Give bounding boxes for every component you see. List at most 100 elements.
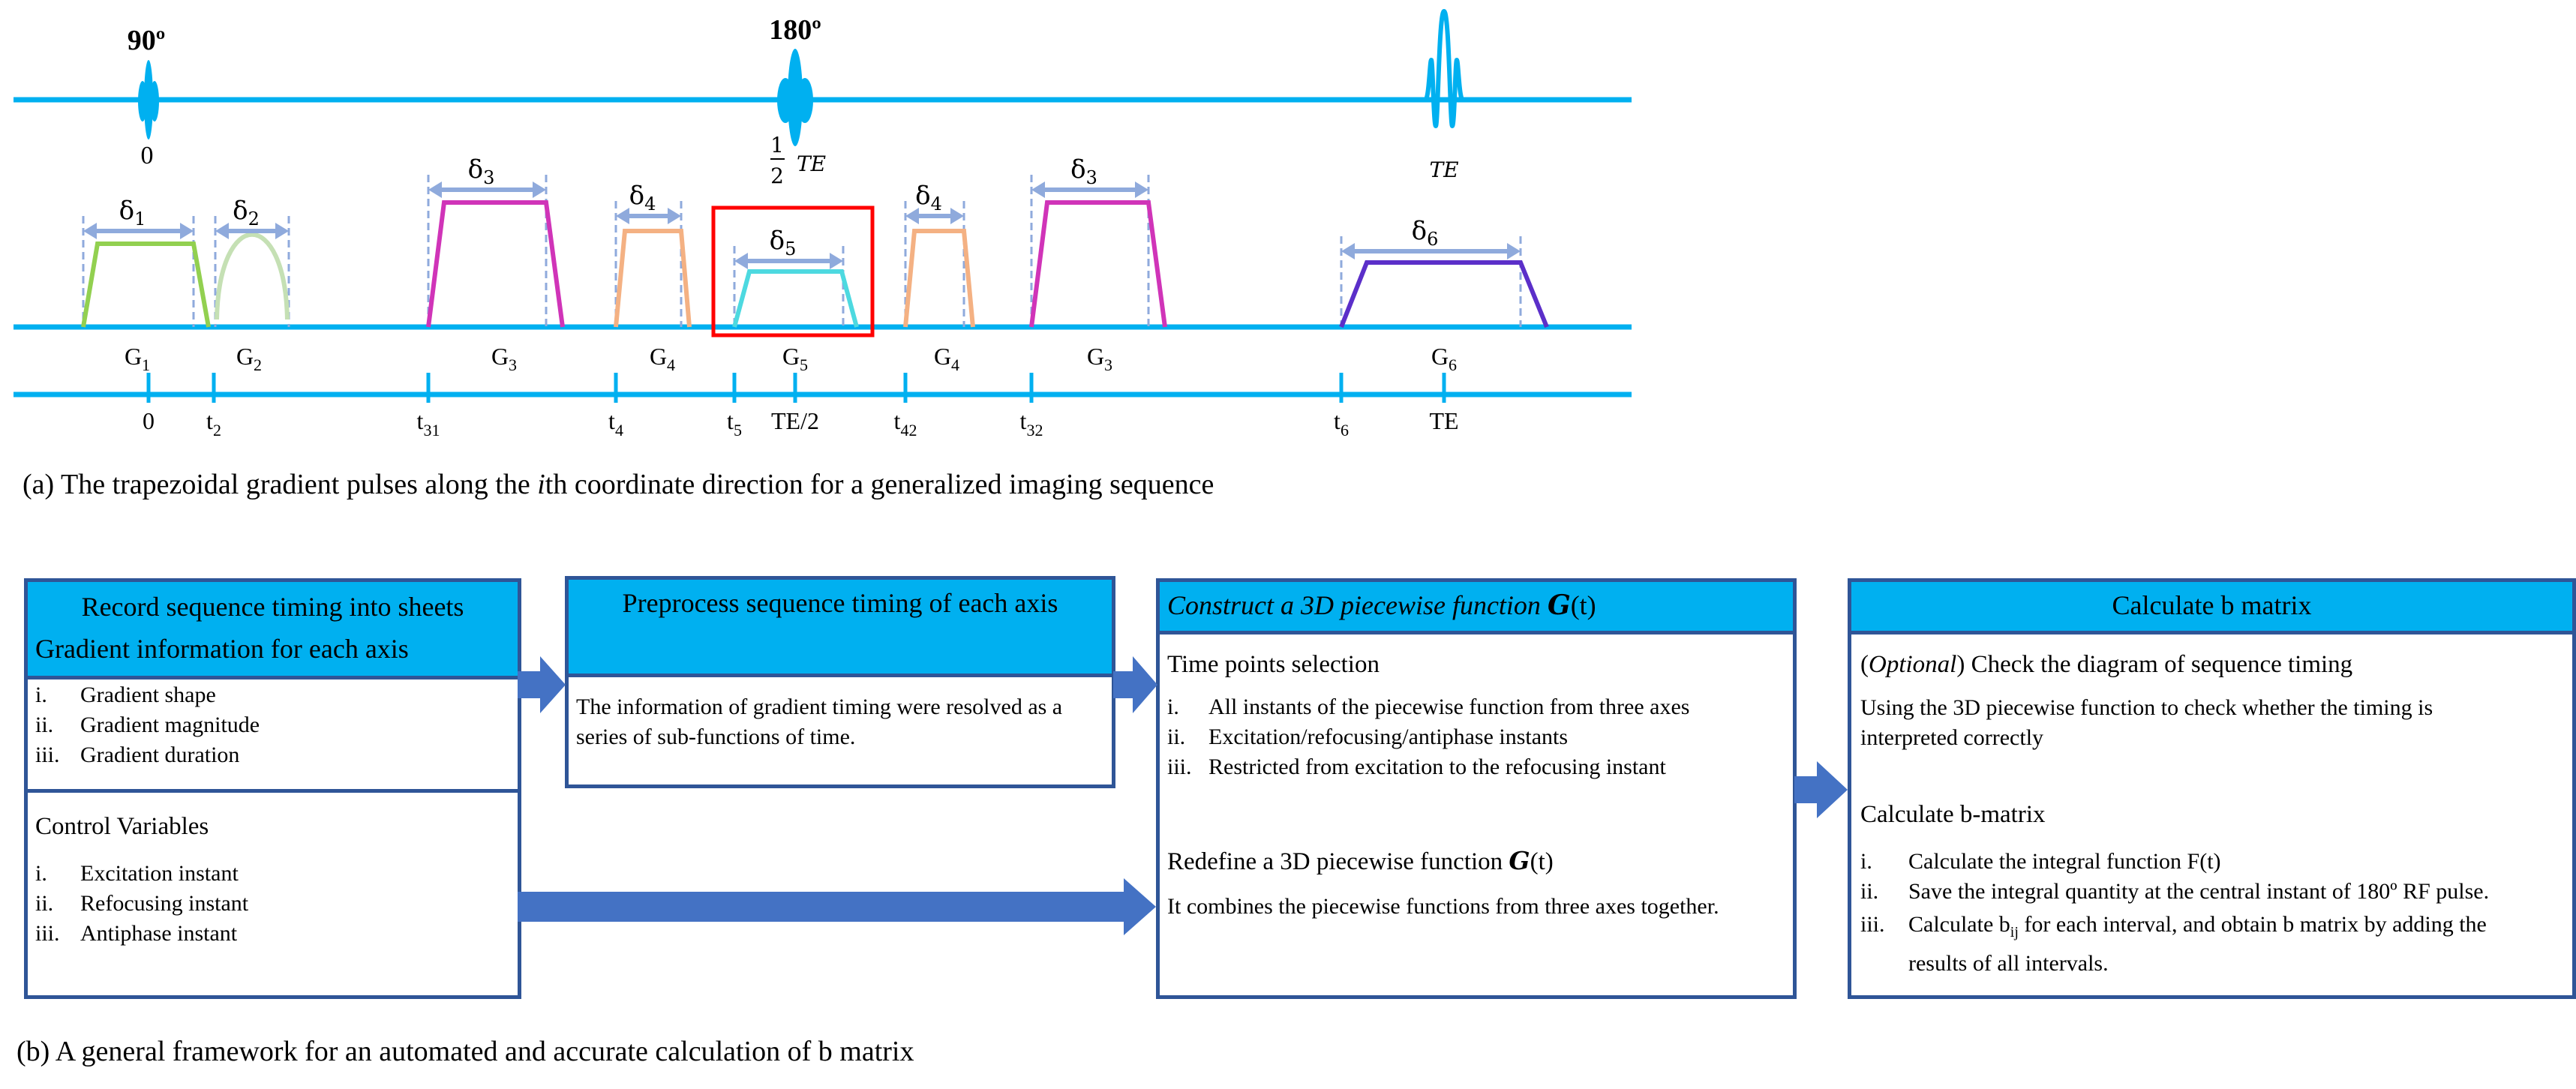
box3-item: ii.Excitation/refocusing/antiphase insta… xyxy=(1167,724,1569,749)
delta-label: δ3 xyxy=(468,154,495,188)
arrow-head-left xyxy=(215,223,229,239)
delta-label: δ1 xyxy=(119,196,146,230)
box3-title: Construct a 3D piecewise function G(t) xyxy=(1167,590,1596,621)
box4-optional-body: Using the 3D piecewise function to check… xyxy=(1860,695,2433,750)
box1-title: Record sequence timing into sheets xyxy=(81,592,464,622)
delta-label: δ2 xyxy=(233,196,260,230)
gradient-shape-g5 xyxy=(732,269,859,328)
arrow-box1-to-box2 xyxy=(518,656,566,713)
arrow-head-right xyxy=(180,223,194,239)
time-tick-label: TE xyxy=(1429,407,1458,434)
gradient-shape-g3 xyxy=(426,200,565,328)
box1-control-item: ii.Refocusing instant xyxy=(35,891,249,916)
box4-header: Calculate b matrix xyxy=(1851,582,2572,634)
box1-control-variables-title: Control Variables xyxy=(35,813,209,840)
box1-divider xyxy=(28,789,518,793)
box-construct-3d-piecewise-function: Construct a 3D piecewise function G(t) T… xyxy=(1156,578,1797,999)
box4-item: iii.Calculate bij for each interval, and… xyxy=(1860,912,2487,976)
time-tick-label: t6 xyxy=(1334,407,1349,440)
arrow-box2-to-box3 xyxy=(1113,656,1157,713)
delta-label: δ3 xyxy=(1070,154,1097,188)
svg-text:2: 2 xyxy=(770,164,784,188)
gradient-shape-g4 xyxy=(903,229,975,328)
box3-header: Construct a 3D piecewise function G(t) xyxy=(1160,582,1793,634)
arrow-head-left xyxy=(1031,182,1045,198)
box2-body: The information of gradient timing were … xyxy=(576,694,1063,749)
gradient-shape-g3 xyxy=(1029,200,1167,328)
arrow-head-left xyxy=(734,253,748,269)
time-tick-label: t31 xyxy=(417,407,440,440)
gradient-shape-g2 xyxy=(215,232,290,320)
box1-item: i.Gradient shape xyxy=(35,682,216,707)
arrow-box3-to-box4 xyxy=(1794,761,1848,818)
box-calculate-b-matrix: Calculate b matrix (Optional) Check the … xyxy=(1848,578,2576,999)
time-tick-label: t5 xyxy=(727,407,742,440)
time-tick-label: t42 xyxy=(894,407,917,440)
gradient-label: G4 xyxy=(650,343,675,374)
time-tick-label: TE/2 xyxy=(771,407,819,434)
arrow-head-left xyxy=(83,223,97,239)
box3-time-points-title: Time points selection xyxy=(1167,651,1380,678)
box1-header: Record sequence timing into sheets Gradi… xyxy=(28,582,518,680)
box4-calc-title: Calculate b-matrix xyxy=(1860,801,2046,828)
arrow-head-left xyxy=(428,182,442,198)
rf-time-label-half-te: 1 2 TE xyxy=(770,133,826,188)
echo-signal xyxy=(1423,8,1465,129)
box-preprocess-sequence-timing: Preprocess sequence timing of each axis … xyxy=(565,576,1115,788)
box2-title: Preprocess sequence timing of each axis xyxy=(622,588,1058,618)
rf-time-label-te: TE xyxy=(1429,158,1458,182)
gradient-label: G3 xyxy=(491,343,517,374)
gradient-label: G6 xyxy=(1431,343,1457,374)
box1-control-item: iii.Antiphase instant xyxy=(35,921,238,946)
caption-a: (a) The trapezoidal gradient pulses alon… xyxy=(23,469,1214,500)
gradient-label: G5 xyxy=(782,343,808,374)
rf-label-90: 90º xyxy=(128,25,166,56)
sequence-timing-diagram: 90º 0 180º 1 2 TE TE δ1G1δ2G2δ3G3δ4G4δ5G… xyxy=(14,8,1632,440)
arrow-head-left xyxy=(905,208,919,224)
delta-label: δ4 xyxy=(629,181,656,214)
rf-pulse-180 xyxy=(777,49,813,146)
gradient-shape-g4 xyxy=(614,229,692,328)
arrow-head-right xyxy=(533,182,546,198)
rf-time-label-0: 0 xyxy=(141,142,154,170)
gradient-shape-g6 xyxy=(1339,260,1549,328)
box1-item: ii.Gradient magnitude xyxy=(35,712,260,737)
box2-header: Preprocess sequence timing of each axis xyxy=(569,580,1112,677)
gradient-label: G3 xyxy=(1087,343,1112,374)
arrow-head-left xyxy=(616,208,629,224)
arrow-box1-to-box3 xyxy=(518,878,1156,935)
svg-text:1: 1 xyxy=(770,133,784,158)
gradient-label: G2 xyxy=(236,343,262,374)
box4-item: ii.Save the integral quantity at the cen… xyxy=(1860,879,2490,904)
box4-item: i.Calculate the integral function F(t) xyxy=(1860,849,2221,874)
delta-label: δ4 xyxy=(915,181,942,214)
box1-item: iii.Gradient duration xyxy=(35,742,240,767)
box3-item: i.All instants of the piecewise function… xyxy=(1167,694,1690,719)
gradient-label: G1 xyxy=(125,343,150,374)
delta-label: δ5 xyxy=(770,226,797,260)
arrow-head-right xyxy=(1135,182,1148,198)
box1-control-item: i.Excitation instant xyxy=(35,861,239,886)
g5-highlight-box xyxy=(711,206,875,338)
box-record-sequence-timing: Record sequence timing into sheets Gradi… xyxy=(24,578,521,999)
svg-text:TE: TE xyxy=(797,152,826,176)
time-tick-label: t2 xyxy=(206,407,221,440)
delta-label: δ6 xyxy=(1412,216,1439,250)
arrow-head-right xyxy=(830,253,843,269)
box3-redefine-title: Redefine a 3D piecewise function G(t) xyxy=(1167,846,1554,875)
arrow-head-right xyxy=(1507,243,1521,260)
box3-redefine-body: It combines the piecewise functions from… xyxy=(1167,894,1719,919)
rf-label-180: 180º xyxy=(769,14,821,46)
caption-b: (b) A general framework for an automated… xyxy=(17,1036,914,1067)
time-tick-label: t32 xyxy=(1020,407,1043,440)
time-tick-label: 0 xyxy=(143,407,155,434)
box1-subtitle: Gradient information for each axis xyxy=(35,634,409,664)
arrow-head-right xyxy=(950,208,964,224)
rf-pulse-90 xyxy=(138,60,159,140)
